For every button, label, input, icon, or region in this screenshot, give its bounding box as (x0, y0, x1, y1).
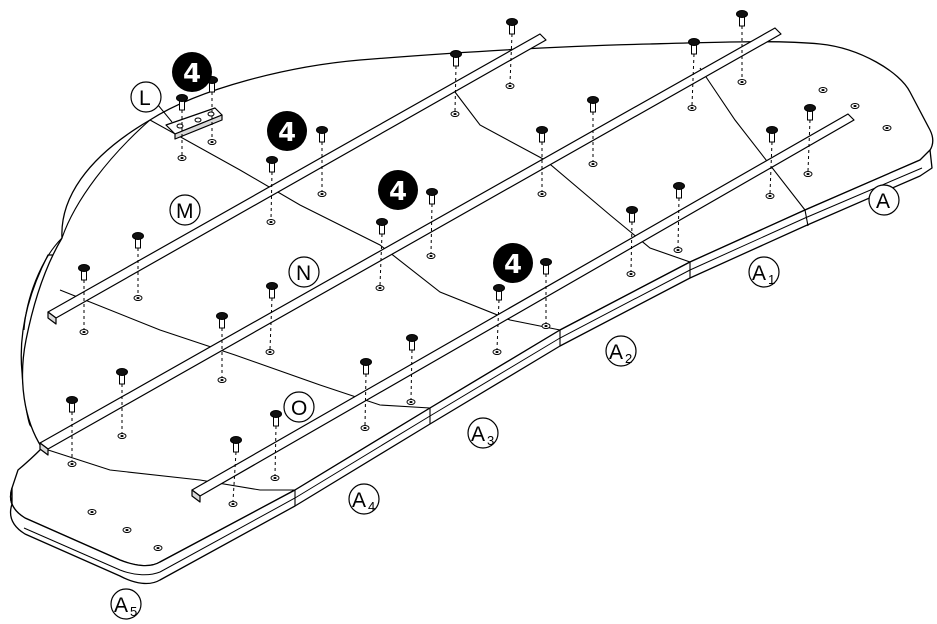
label-a4: A 4 (348, 483, 380, 515)
screw (493, 284, 505, 350)
screw (78, 264, 90, 329)
screw (316, 126, 328, 191)
screw (376, 218, 388, 286)
screw (266, 156, 278, 220)
label-a3: A 3 (467, 417, 499, 449)
table-front-edge (9, 149, 933, 585)
qty-callout-2: 4 (267, 111, 307, 151)
screw (132, 232, 144, 295)
label-a3-sub: 3 (487, 433, 494, 448)
screw (230, 436, 242, 502)
qty-callout-4: 4 (493, 243, 533, 283)
screw (673, 182, 685, 248)
support-bar-2 (39, 27, 782, 456)
screw (804, 104, 816, 172)
label-l: L (130, 81, 173, 123)
screw (266, 282, 278, 350)
support-bar-1 (47, 33, 547, 325)
label-m: M (169, 194, 201, 226)
label-l-text: L (139, 87, 151, 110)
label-a4-text: A (352, 489, 366, 512)
label-a1: A 1 (748, 256, 780, 288)
bracket-hole (176, 123, 184, 129)
label-a5: A 5 (110, 588, 142, 620)
panel-seams (23, 67, 809, 506)
table-top (9, 41, 934, 585)
label-a-text: A (876, 190, 890, 213)
label-a4-sub: 4 (368, 499, 375, 514)
qty-callout-4-text: 4 (504, 250, 522, 280)
screw (426, 188, 438, 254)
screw (406, 334, 418, 400)
quantity-callouts: 4 4 4 4 (172, 52, 533, 283)
label-a2: A 2 (605, 335, 637, 367)
label-a: A (868, 184, 900, 216)
screw (688, 38, 700, 106)
bracket-hole (207, 111, 215, 117)
part-labels: L M N O A A 1 A 2 A 3 (110, 81, 900, 620)
label-a1-text: A (752, 262, 766, 285)
label-a5-sub: 5 (130, 604, 137, 619)
label-n: N (288, 256, 320, 288)
qty-callout-1: 4 (172, 52, 212, 92)
label-o-text: O (291, 397, 307, 420)
screw (270, 410, 282, 476)
label-m-text: M (176, 200, 194, 223)
label-n-text: N (296, 262, 311, 285)
label-a3-text: A (471, 423, 485, 446)
support-bar-3 (191, 113, 855, 503)
screw (736, 10, 748, 79)
screw (536, 126, 548, 191)
screw (360, 358, 372, 426)
screw (176, 94, 188, 155)
qty-callout-2-text: 4 (278, 118, 296, 148)
qty-callout-3-text: 4 (389, 177, 407, 207)
screw (587, 96, 599, 161)
screw (766, 126, 778, 194)
label-a5-text: A (114, 594, 128, 617)
qty-callout-3: 4 (378, 170, 418, 210)
screw (216, 312, 228, 377)
label-o: O (283, 391, 315, 423)
label-a2-text: A (609, 341, 623, 364)
screw (506, 18, 518, 84)
screw (450, 50, 462, 112)
screw (66, 396, 78, 461)
fasteners (66, 10, 892, 551)
label-a1-sub: 1 (768, 272, 775, 287)
label-a2-sub: 2 (625, 351, 632, 366)
bracket-hole (194, 117, 202, 123)
support-bars (39, 27, 855, 503)
screw (116, 368, 128, 433)
screw (626, 206, 638, 272)
screw (540, 258, 552, 323)
qty-callout-1-text: 4 (183, 59, 201, 89)
